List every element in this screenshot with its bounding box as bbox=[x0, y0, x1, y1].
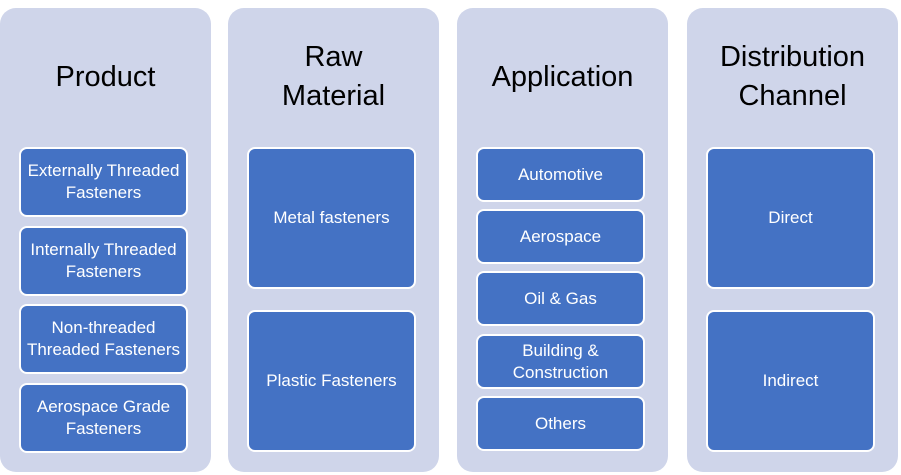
category-box: Automotive bbox=[476, 147, 645, 202]
category-box: Internally Threaded Fasteners bbox=[19, 226, 188, 296]
category-box: Building & Construction bbox=[476, 334, 645, 389]
category-box: Oil & Gas bbox=[476, 271, 645, 326]
category-box: Externally Threaded Fasteners bbox=[19, 147, 188, 217]
category-box: Non-threaded Threaded Fasteners bbox=[19, 304, 188, 374]
column-raw-material: Raw Material Metal fasteners Plastic Fas… bbox=[228, 8, 439, 472]
column-title: Product bbox=[55, 61, 156, 93]
category-box: Plastic Fasteners bbox=[247, 310, 416, 452]
category-box: Aerospace Grade Fasteners bbox=[19, 383, 188, 453]
column-title: Raw Material bbox=[281, 41, 386, 112]
category-box: Direct bbox=[706, 147, 875, 289]
category-box: Indirect bbox=[706, 310, 875, 452]
column-product: Product Externally Threaded Fasteners In… bbox=[0, 8, 211, 472]
category-box: Metal fasteners bbox=[247, 147, 416, 289]
category-box: Aerospace bbox=[476, 209, 645, 264]
column-title: Application bbox=[491, 61, 634, 93]
category-box: Others bbox=[476, 396, 645, 451]
column-application: Application Automotive Aerospace Oil & G… bbox=[457, 8, 668, 472]
column-distribution-channel: Distribution Channel Direct Indirect bbox=[687, 8, 898, 472]
column-title: Distribution Channel bbox=[719, 41, 866, 112]
